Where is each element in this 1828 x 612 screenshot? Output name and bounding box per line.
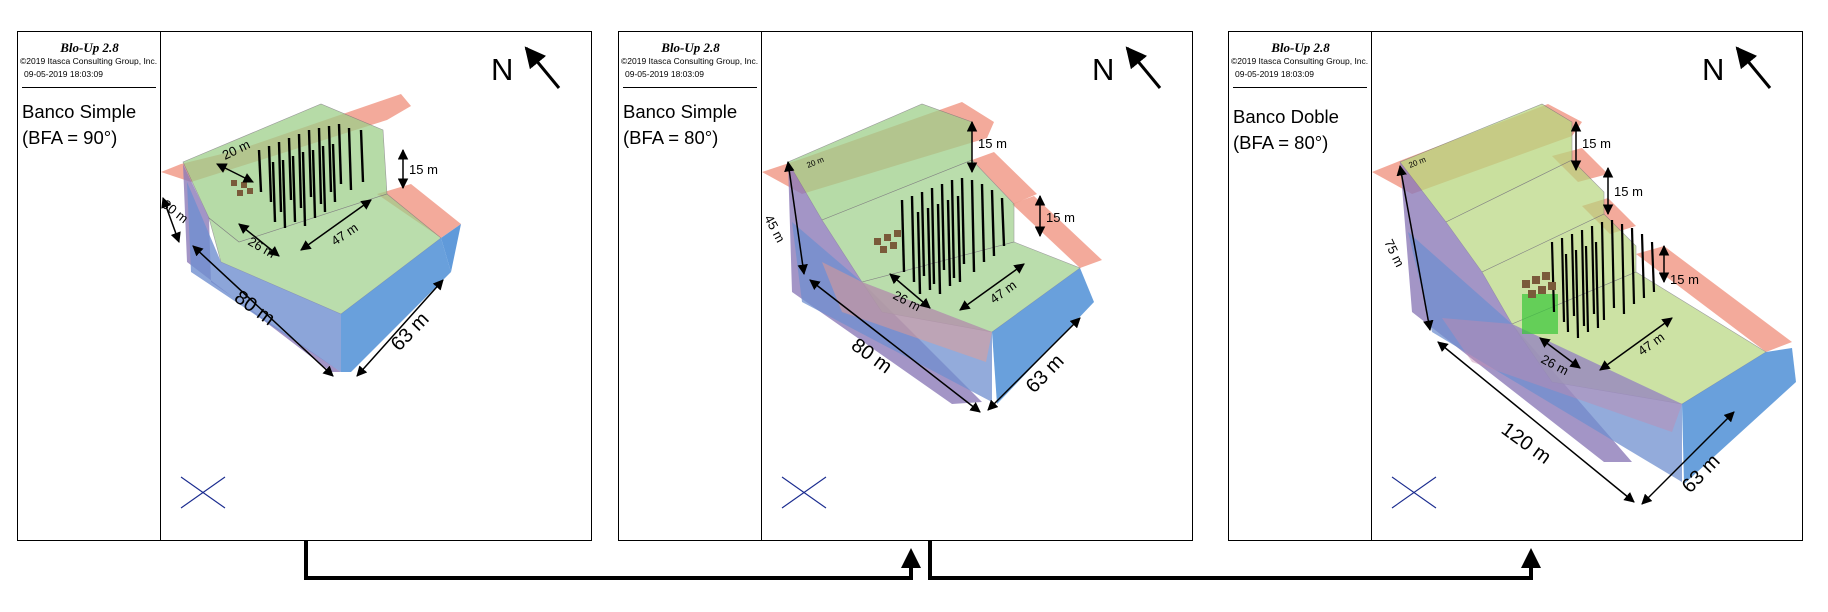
case-title: Banco Simple — [623, 101, 738, 122]
model-view: 75 m 20 m 15 m 15 m 15 m 26 m 47 m 120 m… — [1372, 32, 1802, 540]
model-view: 45 m 20 m 15 m 15 m 26 m 47 m 80 m 63 m … — [762, 32, 1192, 540]
north-label: N — [491, 52, 514, 87]
case-subtitle: (BFA = 90°) — [22, 127, 118, 148]
copyright-text: ©2019 Itasca Consulting Group, Inc. — [621, 56, 759, 66]
model-3d-drawing: 45 m 20 m 15 m 15 m 26 m 47 m 80 m 63 m — [762, 46, 1162, 509]
case-title: Banco Doble — [1233, 106, 1339, 127]
dim-bench-3-label: 15 m — [1670, 272, 1699, 287]
sidebar: Blo-Up 2.8 ©2019 Itasca Consulting Group… — [1229, 32, 1372, 540]
timestamp: 09-05-2019 18:03:09 — [24, 69, 103, 79]
model-view: 30 m 20 m 15 m 26 m 47 m 80 m 63 m N — [161, 32, 591, 540]
bench-3-top — [1636, 246, 1792, 352]
stemming-blocks — [231, 180, 253, 196]
app-title: Blo-Up 2.8 — [1271, 40, 1330, 55]
case-subtitle: (BFA = 80°) — [1233, 132, 1329, 153]
timestamp: 09-05-2019 18:03:09 — [625, 69, 704, 79]
blast-holes — [1550, 219, 1656, 339]
north-arrow-icon — [524, 46, 561, 89]
copyright-text: ©2019 Itasca Consulting Group, Inc. — [20, 56, 158, 66]
panel-banco-simple-90: Blo-Up 2.8 ©2019 Itasca Consulting Group… — [17, 31, 592, 541]
copyright-text: ©2019 Itasca Consulting Group, Inc. — [1231, 56, 1369, 66]
dimension-lines — [1396, 120, 1735, 505]
mid-bench-top — [972, 152, 1037, 204]
case-subtitle: (BFA = 80°) — [623, 127, 719, 148]
panel-banco-simple-80: Blo-Up 2.8 ©2019 Itasca Consulting Group… — [618, 31, 1193, 541]
divider — [1233, 87, 1367, 88]
north-arrow-icon — [1735, 46, 1772, 89]
axis-gizmo-icon — [1391, 476, 1437, 509]
dimension-lines — [784, 120, 1081, 413]
dimension-lines — [161, 148, 444, 377]
lower-bench-top — [1012, 196, 1102, 268]
right-bench-top — [377, 184, 461, 238]
north-label: N — [1702, 52, 1725, 87]
dim-bench-lower-label: 15 m — [1046, 210, 1075, 225]
case-title: Banco Simple — [22, 101, 137, 122]
dim-bench-2-label: 15 m — [1614, 184, 1643, 199]
app-title: Blo-Up 2.8 — [60, 40, 119, 55]
green-charge-zone — [1522, 294, 1558, 334]
model-3d-drawing: 75 m 20 m 15 m 15 m 15 m 26 m 47 m 120 m… — [1372, 46, 1796, 509]
app-title: Blo-Up 2.8 — [661, 40, 720, 55]
stemming-blocks — [1522, 272, 1556, 298]
north-label: N — [1092, 52, 1115, 87]
arrow-panel1-to-panel2 — [304, 541, 921, 580]
north-arrow-icon — [1125, 46, 1162, 89]
axis-gizmo-icon — [781, 476, 827, 509]
divider — [22, 87, 156, 88]
sidebar: Blo-Up 2.8 ©2019 Itasca Consulting Group… — [619, 32, 762, 540]
stemming-blocks — [874, 230, 901, 253]
sidebar: Blo-Up 2.8 ©2019 Itasca Consulting Group… — [18, 32, 161, 540]
arrow-panel2-to-panel3 — [928, 541, 1541, 580]
timestamp: 09-05-2019 18:03:09 — [1235, 69, 1314, 79]
model-3d-drawing: 30 m 20 m 15 m 26 m 47 m 80 m 63 m — [161, 46, 561, 509]
axis-gizmo-icon — [180, 476, 226, 509]
dim-bench-1-label: 15 m — [1582, 136, 1611, 151]
dim-bench-label: 15 m — [409, 162, 438, 177]
dim-bench-upper-label: 15 m — [978, 136, 1007, 151]
panel-banco-doble-80: Blo-Up 2.8 ©2019 Itasca Consulting Group… — [1228, 31, 1803, 541]
blast-holes — [257, 123, 365, 229]
right-side — [441, 224, 461, 272]
divider — [623, 87, 757, 88]
